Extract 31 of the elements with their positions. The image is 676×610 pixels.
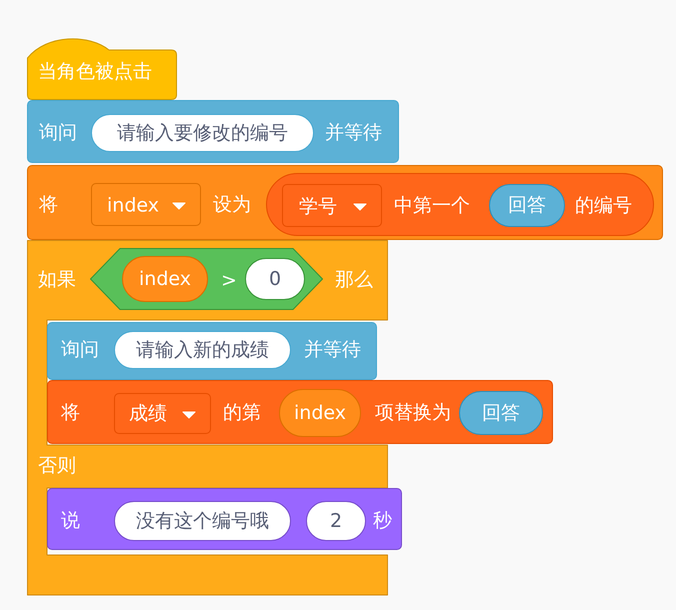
set-variable-block — [27, 165, 663, 240]
dropdown-menu — [114, 393, 211, 434]
block-label: 将 — [39, 196, 58, 214]
block-label: 说 — [61, 512, 80, 530]
ask-block — [27, 100, 399, 163]
block-label: 当角色被点击 — [38, 62, 152, 82]
hat-block — [27, 38, 177, 100]
dropdown-menu — [91, 183, 201, 226]
block-label: 设为 — [213, 196, 251, 214]
dropdown-label: index — [107, 196, 159, 216]
dropdown-menu — [282, 184, 382, 227]
block-label: 项替换为 — [375, 404, 451, 422]
block-label: 并等待 — [325, 124, 382, 142]
block-label: 如果 — [38, 270, 76, 290]
block-label: > — [221, 272, 237, 290]
ask-block — [47, 322, 377, 380]
block-label: 否则 — [38, 456, 76, 476]
dropdown-label: 学号 — [299, 198, 337, 216]
block-label: 的第 — [223, 404, 261, 422]
block-label: 询问 — [61, 340, 99, 360]
block-label: 并等待 — [304, 340, 361, 360]
block-label: 秒 — [373, 512, 392, 530]
block-label: 询问 — [39, 124, 77, 142]
block-label: 的编号 — [575, 196, 632, 216]
replace-item-block — [47, 380, 553, 444]
condition-hexagon — [90, 248, 323, 310]
block-label: 中第一个 — [394, 196, 470, 216]
block-label: 那么 — [335, 270, 373, 290]
say-block — [47, 488, 402, 550]
dropdown-label: 成绩 — [129, 404, 167, 424]
block-label: 将 — [61, 404, 80, 422]
